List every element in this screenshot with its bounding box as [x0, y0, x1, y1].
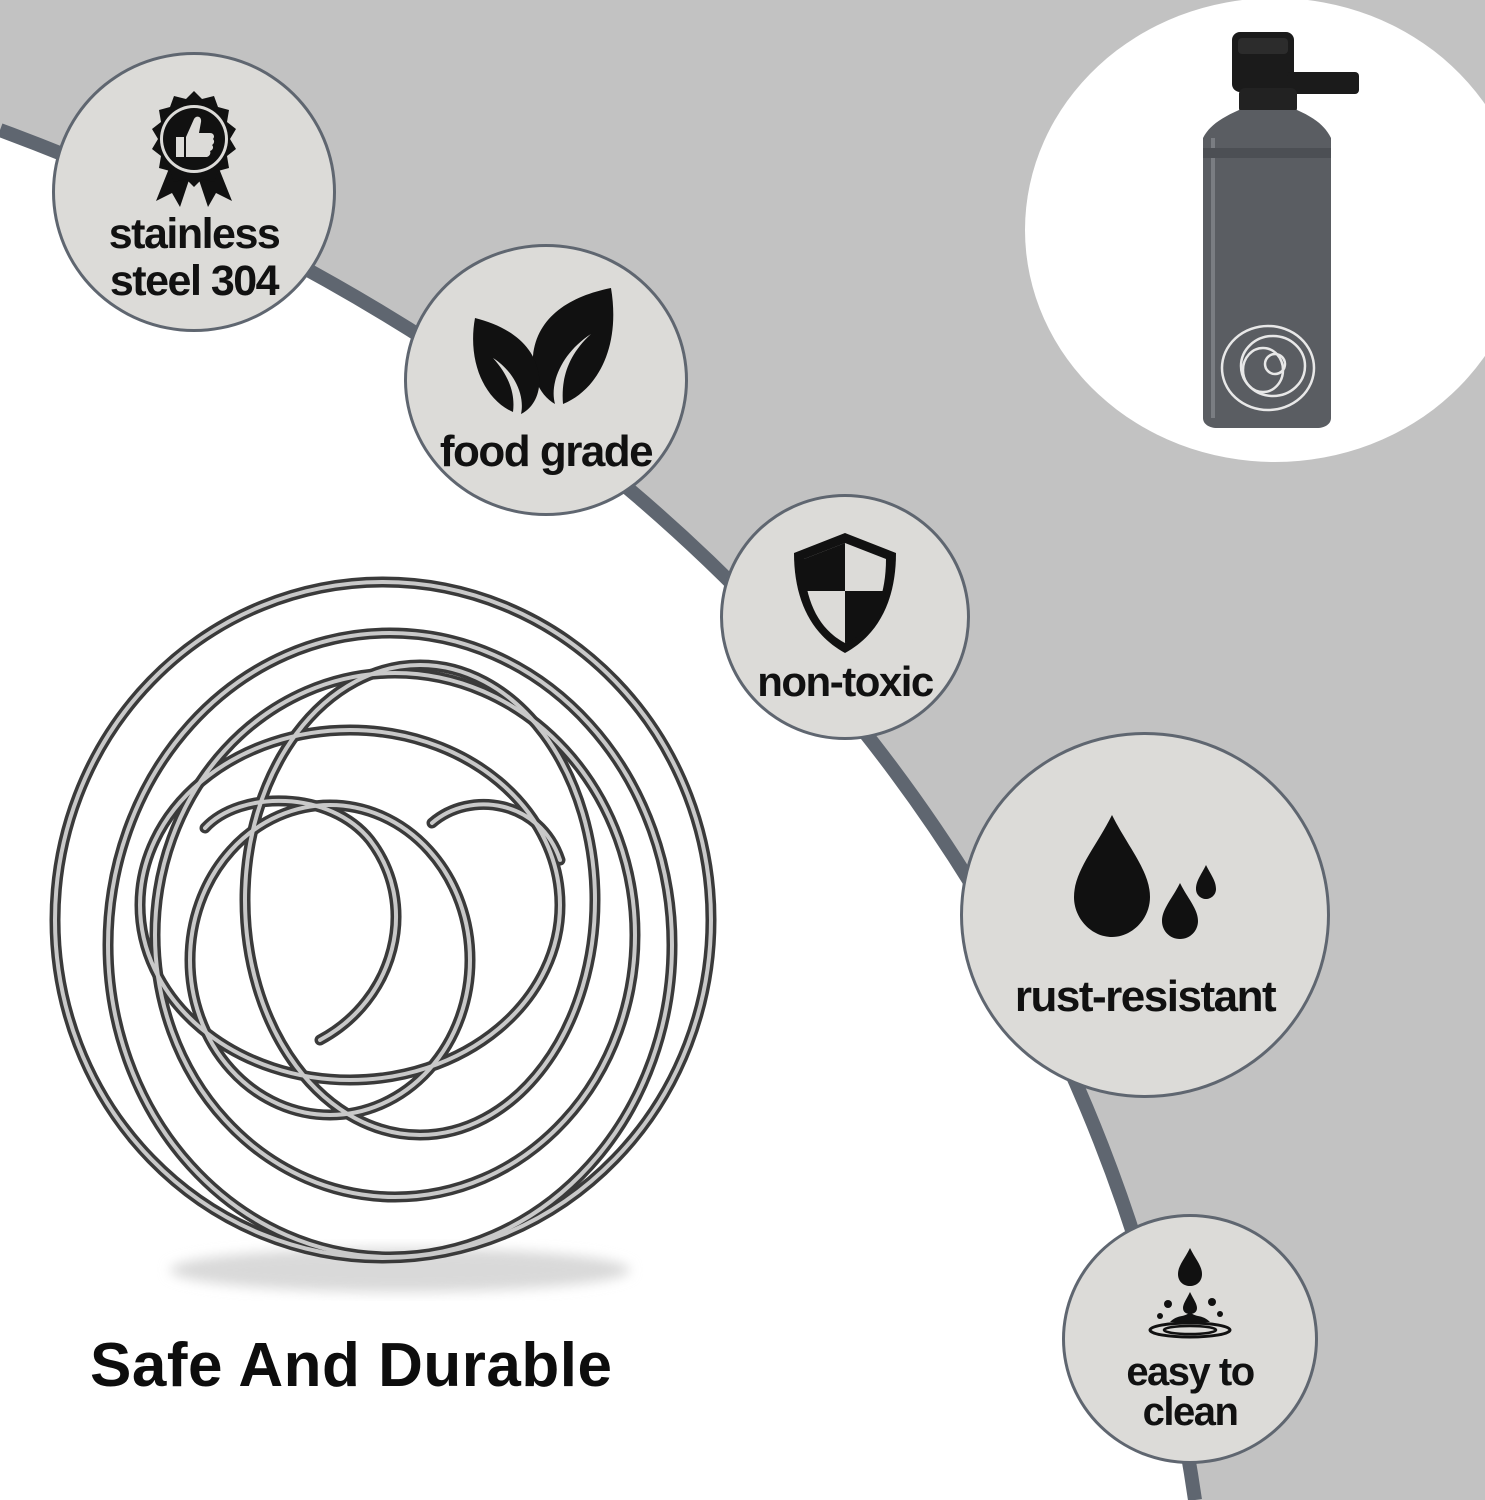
badge-non-toxic: non-toxic	[720, 494, 970, 740]
whisk-shadow	[170, 1248, 630, 1292]
badge-label-line1: easy to	[1126, 1350, 1255, 1394]
badge-food-grade: food grade	[404, 244, 688, 516]
badge-rust-resistant: rust-resistant	[960, 732, 1330, 1098]
badge-label: food grade	[439, 427, 654, 476]
badge-label-line2: clean	[1142, 1390, 1239, 1434]
water-bottle-image	[1203, 32, 1359, 428]
shield-icon	[794, 533, 896, 653]
leaf-icon	[473, 288, 614, 414]
tagline: Safe And Durable	[90, 1331, 613, 1400]
product-photo-circle	[1025, 0, 1485, 462]
water-drops-icon	[1074, 815, 1216, 939]
badge-easy-to-clean: easy to clean	[1062, 1214, 1318, 1464]
award-thumbs-up-icon	[152, 91, 236, 207]
badge-label-line1: stainless	[108, 210, 281, 258]
badge-label: rust-resistant	[1014, 972, 1277, 1021]
whisk-wire	[49, 576, 717, 1264]
badge-label-line2: steel 304	[109, 257, 280, 305]
badge-label: non-toxic	[757, 658, 934, 705]
badge-stainless-steel: stainless steel 304	[52, 52, 336, 332]
water-splash-icon	[1148, 1248, 1232, 1339]
